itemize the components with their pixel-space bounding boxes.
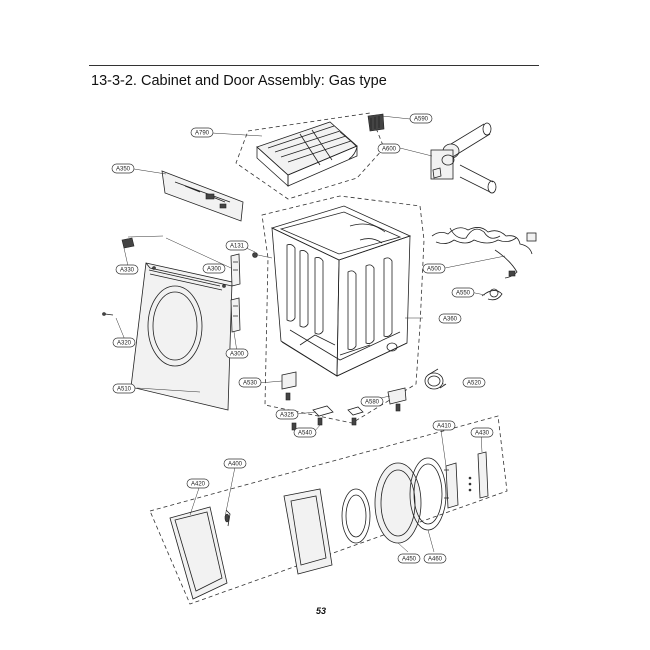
label-a410: A410	[432, 420, 456, 431]
svg-text:A360: A360	[443, 317, 458, 323]
svg-text:A600: A600	[382, 147, 397, 153]
a350-control-panel-part	[161, 170, 244, 222]
svg-text:A450: A450	[402, 557, 417, 563]
svg-text:A330: A330	[120, 268, 135, 274]
svg-text:A590: A590	[414, 117, 429, 123]
a550-wire-part	[481, 288, 503, 301]
label-a325: A325	[275, 409, 299, 420]
a510-duct-ring-part	[424, 368, 447, 390]
svg-text:A530: A530	[243, 381, 258, 387]
label-a500: A500	[422, 263, 446, 274]
label-a430: A430	[470, 427, 494, 438]
label-a540: A540	[293, 427, 317, 438]
page-title: 13-3-2. Cabinet and Door Assembly: Gas t…	[91, 73, 387, 89]
header-rule	[89, 65, 539, 66]
svg-text:A325: A325	[280, 413, 295, 419]
label-a360: A360	[438, 313, 462, 324]
svg-text:A550: A550	[456, 291, 471, 297]
a330-part	[121, 235, 164, 249]
label-a400: A400	[223, 458, 247, 469]
door-ring-part	[374, 462, 422, 544]
svg-text:A430: A430	[475, 431, 490, 437]
front-panel-part	[130, 262, 233, 411]
svg-text:A460: A460	[428, 557, 443, 563]
label-a550: A550	[451, 287, 475, 298]
door-frame-part	[283, 488, 333, 575]
label-a300-bottom: A300	[225, 348, 249, 359]
label-a520: A520	[462, 377, 486, 388]
a131-screw-part	[252, 252, 273, 259]
label-a131: A131	[225, 240, 249, 251]
svg-text:A580: A580	[365, 400, 380, 406]
svg-text:A520: A520	[467, 381, 482, 387]
label-a590: A590	[409, 113, 433, 124]
svg-text:A510: A510	[117, 387, 132, 393]
label-a510: A510	[112, 383, 136, 394]
top-plate-part	[256, 121, 358, 187]
part-labels: A790 A590 A600 A350 A131 A330 A300 A500 …	[111, 113, 494, 564]
label-a330: A330	[115, 264, 139, 275]
label-a460: A460	[423, 553, 447, 564]
label-a790: A790	[190, 127, 214, 138]
top-group-outline	[235, 112, 385, 200]
cabinet-body-part	[270, 205, 412, 377]
label-a320: A320	[112, 337, 136, 348]
svg-text:A320: A320	[117, 341, 132, 347]
label-a300-top: A300	[202, 263, 226, 274]
svg-text:A500: A500	[427, 267, 442, 273]
svg-text:A131: A131	[230, 244, 245, 250]
label-a350: A350	[111, 163, 135, 174]
svg-text:A400: A400	[228, 462, 243, 468]
svg-text:A790: A790	[195, 131, 210, 137]
svg-text:A350: A350	[116, 167, 131, 173]
door-group-outline	[149, 415, 508, 605]
wire-harness-part	[431, 227, 537, 279]
hinge-brackets-part	[230, 253, 241, 333]
label-a600: A600	[377, 143, 401, 154]
cabinet-group-outline	[261, 195, 425, 424]
cabinet-feet-part	[281, 371, 407, 431]
label-a450: A450	[397, 553, 421, 564]
side-screw-part	[104, 313, 114, 316]
svg-text:A300: A300	[230, 352, 245, 358]
label-a420: A420	[186, 478, 210, 489]
label-a530: A530	[238, 377, 262, 388]
a590-part	[367, 113, 385, 132]
label-a580: A580	[360, 396, 384, 407]
a430-hinge-part	[477, 451, 489, 499]
door-parts	[169, 451, 489, 600]
svg-text:A420: A420	[191, 482, 206, 488]
a410-handle-part	[445, 462, 459, 509]
svg-text:A410: A410	[437, 424, 452, 430]
door-gasket-part	[341, 488, 371, 544]
svg-text:A540: A540	[298, 431, 313, 437]
page-number: 53	[316, 606, 327, 616]
svg-text:A300: A300	[207, 267, 222, 273]
door-glass-part	[169, 506, 228, 600]
a600-duct-part	[430, 122, 497, 194]
